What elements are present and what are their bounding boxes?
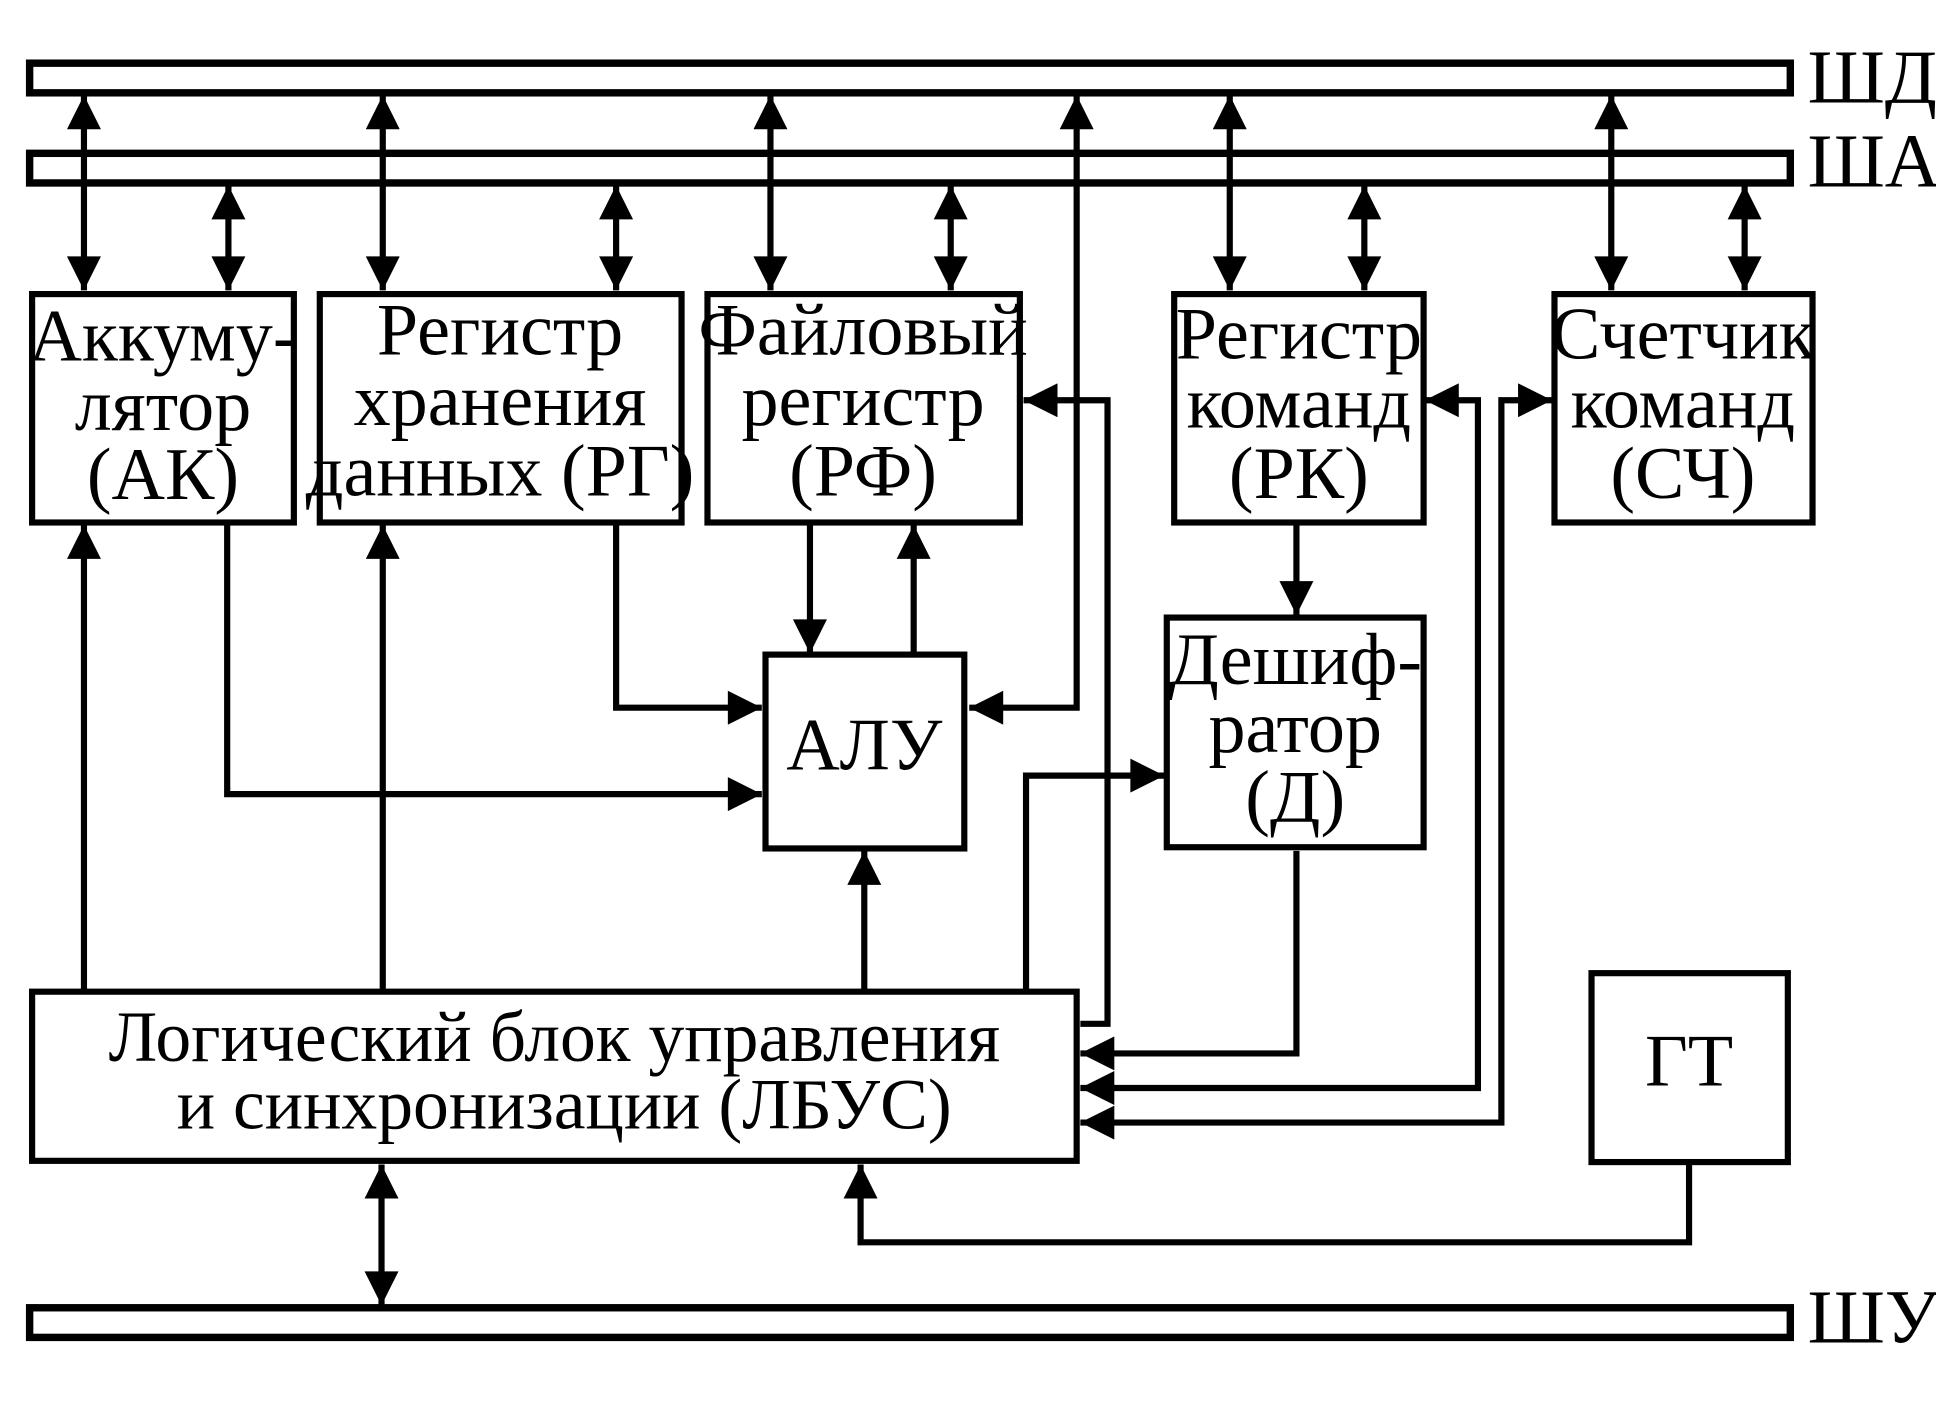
alu-label: АЛУ [786,704,943,786]
data-bus-label: ШД [1808,35,1936,120]
d-lbus-link [1080,850,1300,1071]
databus-alu-link [969,95,1094,725]
rf-label-line-3: (РФ) [789,430,937,512]
gt-lbus-link [843,1164,1693,1246]
d-label-line-3: (Д) [1245,756,1345,838]
lbus-label-line-2: и синхронизации (ЛБУС) [177,1066,952,1145]
rk-label-line-1: Регистр [1176,293,1422,375]
rk-label-line-3: (РК) [1229,433,1369,515]
block-gt: ГТ [1588,970,1791,1166]
address-bus-label: ША [1808,119,1936,204]
rg-label-line-1: Регистр [377,290,623,372]
ak-label-line-2: лятор [75,365,252,447]
rf-label-line-1: Файловый [698,290,1027,372]
sch-label-line-2: команд [1571,362,1795,444]
sch-label-line-3: (СЧ) [1610,433,1755,515]
sch-label-line-1: Счетчик [1551,293,1816,375]
block-rf: Файловый регистр (РФ) [698,290,1028,526]
rg-alu-link [613,524,762,725]
lbus-rf-link [1023,383,1111,1027]
address-bus [25,149,1795,187]
block-alu: АЛУ [762,651,968,852]
lbus-label-line-1: Логический блок управления [109,998,1001,1077]
rf-label-line-2: регистр [741,360,984,442]
block-rg: Регистр хранения данных (РГ) [306,290,695,526]
ak-label-line-3: (АК) [87,434,239,516]
block-ak: Аккуму- лятор (АК) [28,290,298,526]
lbus-d-link [1022,758,1165,990]
block-rk: Регистр команд (РК) [1171,290,1427,526]
block-lbus: Логический блок управления и синхронизац… [29,988,1080,1164]
rg-label-line-3: данных (РГ) [306,430,695,512]
block-d: Дешиф- ратор (Д) [1163,614,1427,851]
connections [66,95,1762,1306]
control-bus [25,1304,1795,1342]
rk-label-line-2: команд [1187,362,1411,444]
control-bus-label: ШУ [1808,1274,1936,1359]
ak-alu-link [224,524,762,812]
block-sch: Счетчик команд (СЧ) [1551,290,1816,526]
data-bus [25,59,1795,97]
gt-label: ГТ [1645,1021,1733,1103]
d-label-line-1: Дешиф- [1168,619,1422,701]
ak-label-line-1: Аккуму- [28,296,297,378]
rg-label-line-2: хранения [354,360,647,442]
lbus-sch-link [1080,383,1553,1140]
d-label-line-2: ратор [1208,687,1381,769]
